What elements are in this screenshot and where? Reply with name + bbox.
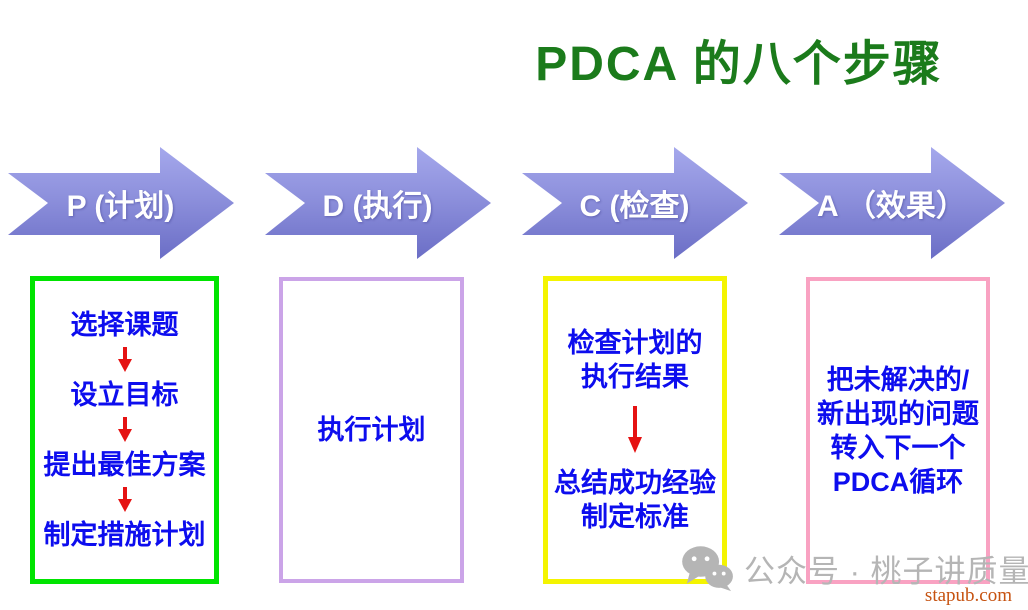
flow-arrow-plan: P (计划) <box>8 147 234 259</box>
check-box: 检查计划的 执行结果 总结成功经验 制定标准 <box>543 276 727 584</box>
right-arrow-icon <box>265 147 491 259</box>
check-bottom-line-2: 制定标准 <box>581 502 689 532</box>
down-arrow-icon <box>117 487 132 512</box>
act-line-2: 新出现的问题 <box>817 398 979 429</box>
plan-step-1: 选择课题 <box>70 310 179 340</box>
act-box: 把未解决的/ 新出现的问题 转入下一个 PDCA循环 <box>806 277 990 584</box>
flow-arrow-check: C (检查) <box>522 147 748 259</box>
site-credit: stapub.com <box>924 585 1012 606</box>
plan-step-4: 制定措施计划 <box>43 520 206 550</box>
arrow-label-do: D (执行) <box>322 190 433 223</box>
arrow-label-check: C (检查) <box>579 190 690 223</box>
act-line-4: PDCA循环 <box>832 466 964 497</box>
right-arrow-icon <box>522 147 748 259</box>
check-top-line-2: 执行结果 <box>581 362 689 392</box>
do-box: 执行计划 <box>279 277 464 583</box>
check-top-line-1: 检查计划的 <box>567 328 703 358</box>
act-line-3: 转入下一个 <box>830 432 966 463</box>
right-arrow-icon <box>8 147 234 259</box>
wechat-icon <box>682 546 733 592</box>
down-arrow-icon <box>117 417 132 442</box>
do-text: 执行计划 <box>317 415 426 445</box>
check-bottom-line-1: 总结成功经验 <box>554 468 716 498</box>
watermark: 公众号 · 桃子讲质量 <box>680 544 1028 592</box>
plan-step-3: 提出最佳方案 <box>43 450 206 480</box>
down-arrow-icon <box>628 406 642 453</box>
down-arrow-icon <box>117 347 132 372</box>
arrow-label-plan: P (计划) <box>66 190 175 223</box>
page-title: PDCA 的八个步骤 <box>535 38 943 91</box>
watermark-text: 公众号 · 桃子讲质量 <box>744 553 1028 589</box>
arrow-label-act: A （效果） <box>817 190 966 223</box>
flow-arrow-act: A （效果） <box>779 147 1005 259</box>
plan-steps-box: 选择课题 设立目标 提出最佳方案 制定措施计划 <box>30 276 219 584</box>
act-line-1: 把未解决的/ <box>826 364 970 395</box>
plan-step-2: 设立目标 <box>70 380 179 410</box>
flow-arrow-do: D (执行) <box>265 147 491 259</box>
right-arrow-icon <box>779 147 1005 259</box>
